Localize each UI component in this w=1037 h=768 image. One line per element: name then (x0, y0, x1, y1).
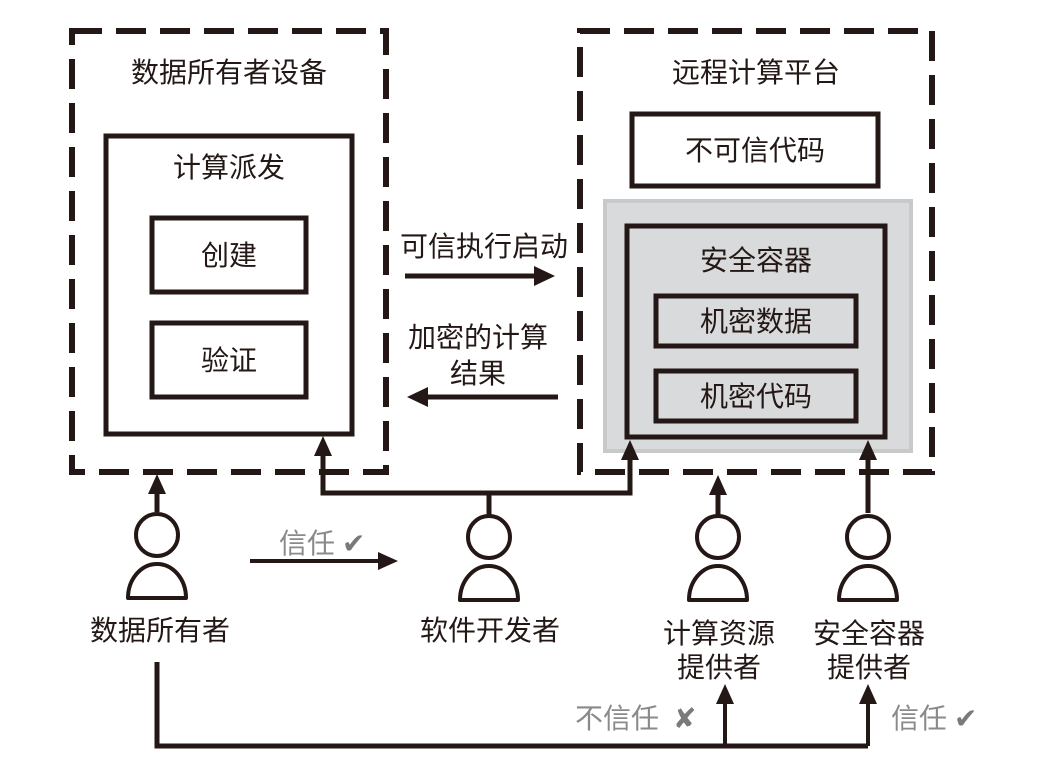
result-arrowhead (407, 387, 428, 407)
actor-label-line1: 计算资源 (663, 617, 775, 650)
result-label-line1: 加密的计算 (408, 321, 548, 354)
owner-to-container-arrowhead (859, 684, 877, 704)
owner-to-device-arrowhead (148, 474, 166, 494)
trust-bottom-connector (154, 662, 877, 749)
create-box (149, 215, 309, 295)
owner-device-border (69, 28, 389, 475)
launch-arrowhead (534, 266, 555, 286)
actor-container-provider: 安全容器 提供者 (813, 514, 925, 684)
launch-flow: 可信执行启动 (400, 230, 568, 286)
create-label: 创建 (201, 239, 257, 272)
developer-branch-line (320, 452, 633, 496)
actor-label: 软件开发者 (420, 614, 560, 647)
confidential-code-box (653, 368, 859, 424)
distrust-label: 不信任 (575, 702, 659, 735)
confidential-code-label: 机密代码 (700, 380, 812, 413)
owner-device-region: 数据所有者设备 计算派发 创建 验证 (69, 28, 389, 475)
remote-platform-border (577, 28, 935, 475)
owner-bottom-line (154, 662, 868, 749)
confidential-data-label: 机密数据 (700, 305, 812, 338)
verify-label: 验证 (201, 344, 257, 377)
dispatch-title: 计算派发 (173, 151, 285, 184)
actor-data-owner: 数据所有者 (90, 512, 230, 647)
actor-label-line2: 提供者 (677, 651, 761, 684)
actor-software-developer: 软件开发者 (420, 514, 560, 647)
person-icon (837, 514, 899, 602)
launch-label: 可信执行启动 (400, 230, 568, 263)
actor-label: 数据所有者 (90, 614, 230, 647)
compute-to-platform-arrowhead (709, 475, 727, 495)
result-label-line2: 结果 (450, 357, 506, 390)
remote-platform-region: 远程计算平台 不可信代码 安全容器 机密数据 机密代码 (577, 28, 935, 475)
trust-owner-container: 信任 ✔ (891, 702, 977, 735)
owner-to-compute-arrowhead (716, 684, 734, 704)
person-icon (687, 514, 749, 602)
remote-platform-title: 远程计算平台 (672, 56, 840, 89)
actor-label-line1: 安全容器 (813, 617, 925, 650)
actor-compute-provider: 计算资源 提供者 (663, 514, 775, 684)
container-provider-arrowhead (859, 440, 877, 460)
secure-container-title: 安全容器 (700, 244, 812, 277)
distrust-owner-compute: 不信任 ✘ (575, 702, 696, 735)
verify-box (149, 320, 309, 400)
cross-icon: ✘ (673, 702, 696, 735)
untrusted-code-box (629, 111, 881, 189)
trust-label: 信任 (279, 527, 335, 560)
actor-label-line2: 提供者 (827, 651, 911, 684)
check-icon: ✔ (954, 702, 977, 735)
person-icon (126, 512, 188, 600)
untrusted-code-label: 不可信代码 (685, 134, 825, 167)
trust-label: 信任 (891, 702, 947, 735)
owner-device-title: 数据所有者设备 (131, 56, 327, 89)
developer-to-container-arrowhead (621, 440, 639, 460)
trust-arrowhead (378, 552, 398, 570)
check-icon: ✔ (342, 527, 365, 560)
person-icon (458, 514, 520, 602)
result-flow: 加密的计算 结果 (407, 321, 558, 407)
developer-to-dispatch-arrowhead (314, 436, 332, 456)
confidential-data-box (653, 293, 859, 349)
connectors (148, 436, 877, 515)
trust-owner-developer: 信任 ✔ (250, 527, 398, 570)
